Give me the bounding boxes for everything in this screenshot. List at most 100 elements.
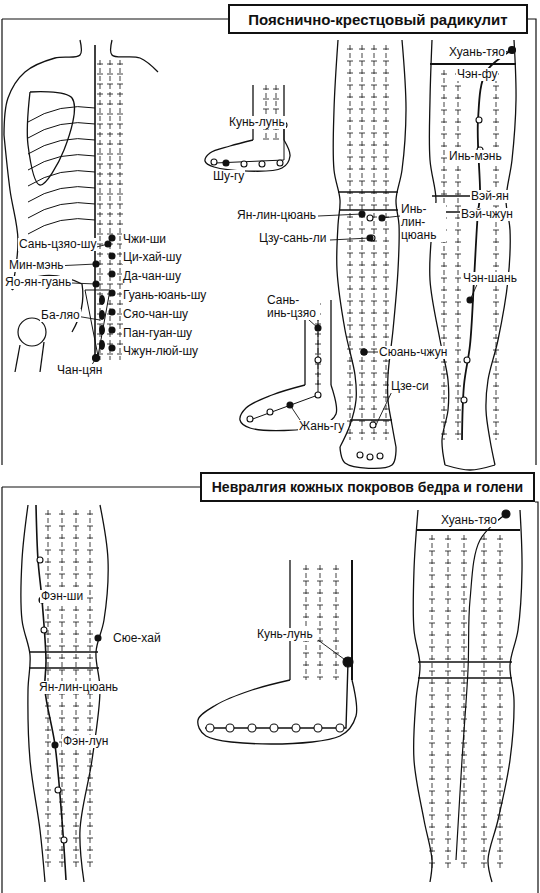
grid-tick	[97, 164, 103, 165]
grid-tick	[73, 754, 79, 755]
point-label: Кунь-лунь	[256, 628, 314, 641]
point-label: Фэн-ши	[40, 590, 84, 603]
grid-tick	[107, 194, 113, 195]
grid-tick	[87, 802, 93, 803]
acupoint	[206, 724, 214, 732]
grid-tick	[107, 154, 113, 155]
grid-tick	[45, 814, 51, 815]
grid-tick	[493, 122, 499, 123]
acupoint	[99, 340, 105, 350]
grid-tick	[493, 170, 499, 171]
knee-band	[29, 667, 99, 668]
foot-outline	[205, 140, 290, 171]
grid-tick	[455, 386, 461, 387]
grid-tick	[107, 304, 113, 305]
grid-tick	[359, 49, 365, 50]
grid-tick	[493, 230, 499, 231]
grid-tick	[481, 863, 487, 864]
leader-line	[318, 214, 362, 216]
grid-tick	[383, 205, 389, 206]
grid-tick	[59, 718, 65, 719]
grid-tick	[117, 304, 123, 305]
grid-tick	[359, 253, 365, 254]
grid-tick	[441, 158, 447, 159]
grid-tick	[493, 146, 499, 147]
grid-tick	[429, 563, 435, 564]
grid-tick	[73, 766, 79, 767]
grid-tick	[347, 277, 353, 278]
point-label: Мин-мэнь	[8, 259, 65, 272]
point-label: Жань-гу	[298, 420, 345, 433]
grid-tick	[371, 373, 377, 374]
leader-line	[290, 405, 300, 420]
grid-tick	[45, 634, 51, 635]
grid-tick	[359, 121, 365, 122]
grid-tick	[497, 671, 503, 672]
gluteal-fold	[416, 529, 520, 531]
grid-tick	[87, 826, 93, 827]
frame-line	[528, 19, 536, 465]
point-label: Сань-цзяо-шу	[18, 238, 97, 251]
grid-tick	[429, 803, 435, 804]
grid-tick	[461, 599, 467, 600]
point-label: Вэй-ян	[470, 190, 510, 203]
grid-tick	[371, 61, 377, 62]
grid-tick	[455, 302, 461, 303]
acupoint	[314, 724, 322, 732]
grid-tick	[429, 863, 435, 864]
grid-tick	[45, 514, 51, 515]
grid-tick	[107, 324, 113, 325]
grid-tick	[461, 575, 467, 576]
grid-tick	[347, 145, 353, 146]
grid-tick	[73, 658, 79, 659]
grid-tick	[263, 89, 269, 90]
grid-tick	[481, 731, 487, 732]
grid-tick	[359, 277, 365, 278]
grid-tick	[461, 791, 467, 792]
acupoint	[370, 422, 376, 428]
point-label: Ян-лин-цюань	[38, 681, 119, 694]
acupoint	[226, 724, 234, 732]
rib	[28, 107, 95, 122]
knee-band	[30, 651, 98, 652]
grid-line	[432, 535, 433, 870]
acupoint	[464, 357, 470, 363]
grid-tick	[445, 551, 451, 552]
grid-tick	[117, 134, 123, 135]
grid-tick	[317, 629, 323, 630]
grid-tick	[497, 695, 503, 696]
grid-tick	[445, 755, 451, 756]
grid-tick	[303, 581, 309, 582]
grid-tick	[455, 350, 461, 351]
point-label: Сань- инь-цзяо	[266, 294, 320, 320]
grid-tick	[87, 658, 93, 659]
grid-tick	[371, 49, 377, 50]
acupoint	[109, 345, 115, 351]
grid-tick	[497, 551, 503, 552]
grid-tick	[383, 229, 389, 230]
grid-tick	[497, 707, 503, 708]
grid-tick	[87, 562, 93, 563]
grid-tick	[371, 73, 377, 74]
grid-tick	[359, 193, 365, 194]
grid-tick	[117, 124, 123, 125]
acupoint	[259, 161, 265, 167]
grid-tick	[59, 550, 65, 551]
grid-tick	[359, 313, 365, 314]
grid-tick	[429, 719, 435, 720]
point-label: Шу-гу	[212, 170, 245, 183]
frame-line	[2, 18, 228, 19]
knee-band	[339, 209, 398, 210]
grid-tick	[481, 611, 487, 612]
grid-tick	[97, 254, 103, 255]
grid-tick	[87, 850, 93, 851]
grid-tick	[461, 671, 467, 672]
grid-tick	[455, 134, 461, 135]
grid-tick	[371, 145, 377, 146]
point-label: Яо-ян-гуань	[4, 276, 72, 289]
grid-tick	[497, 743, 503, 744]
grid-tick	[497, 767, 503, 768]
grid-tick	[347, 325, 353, 326]
grid-tick	[97, 144, 103, 145]
